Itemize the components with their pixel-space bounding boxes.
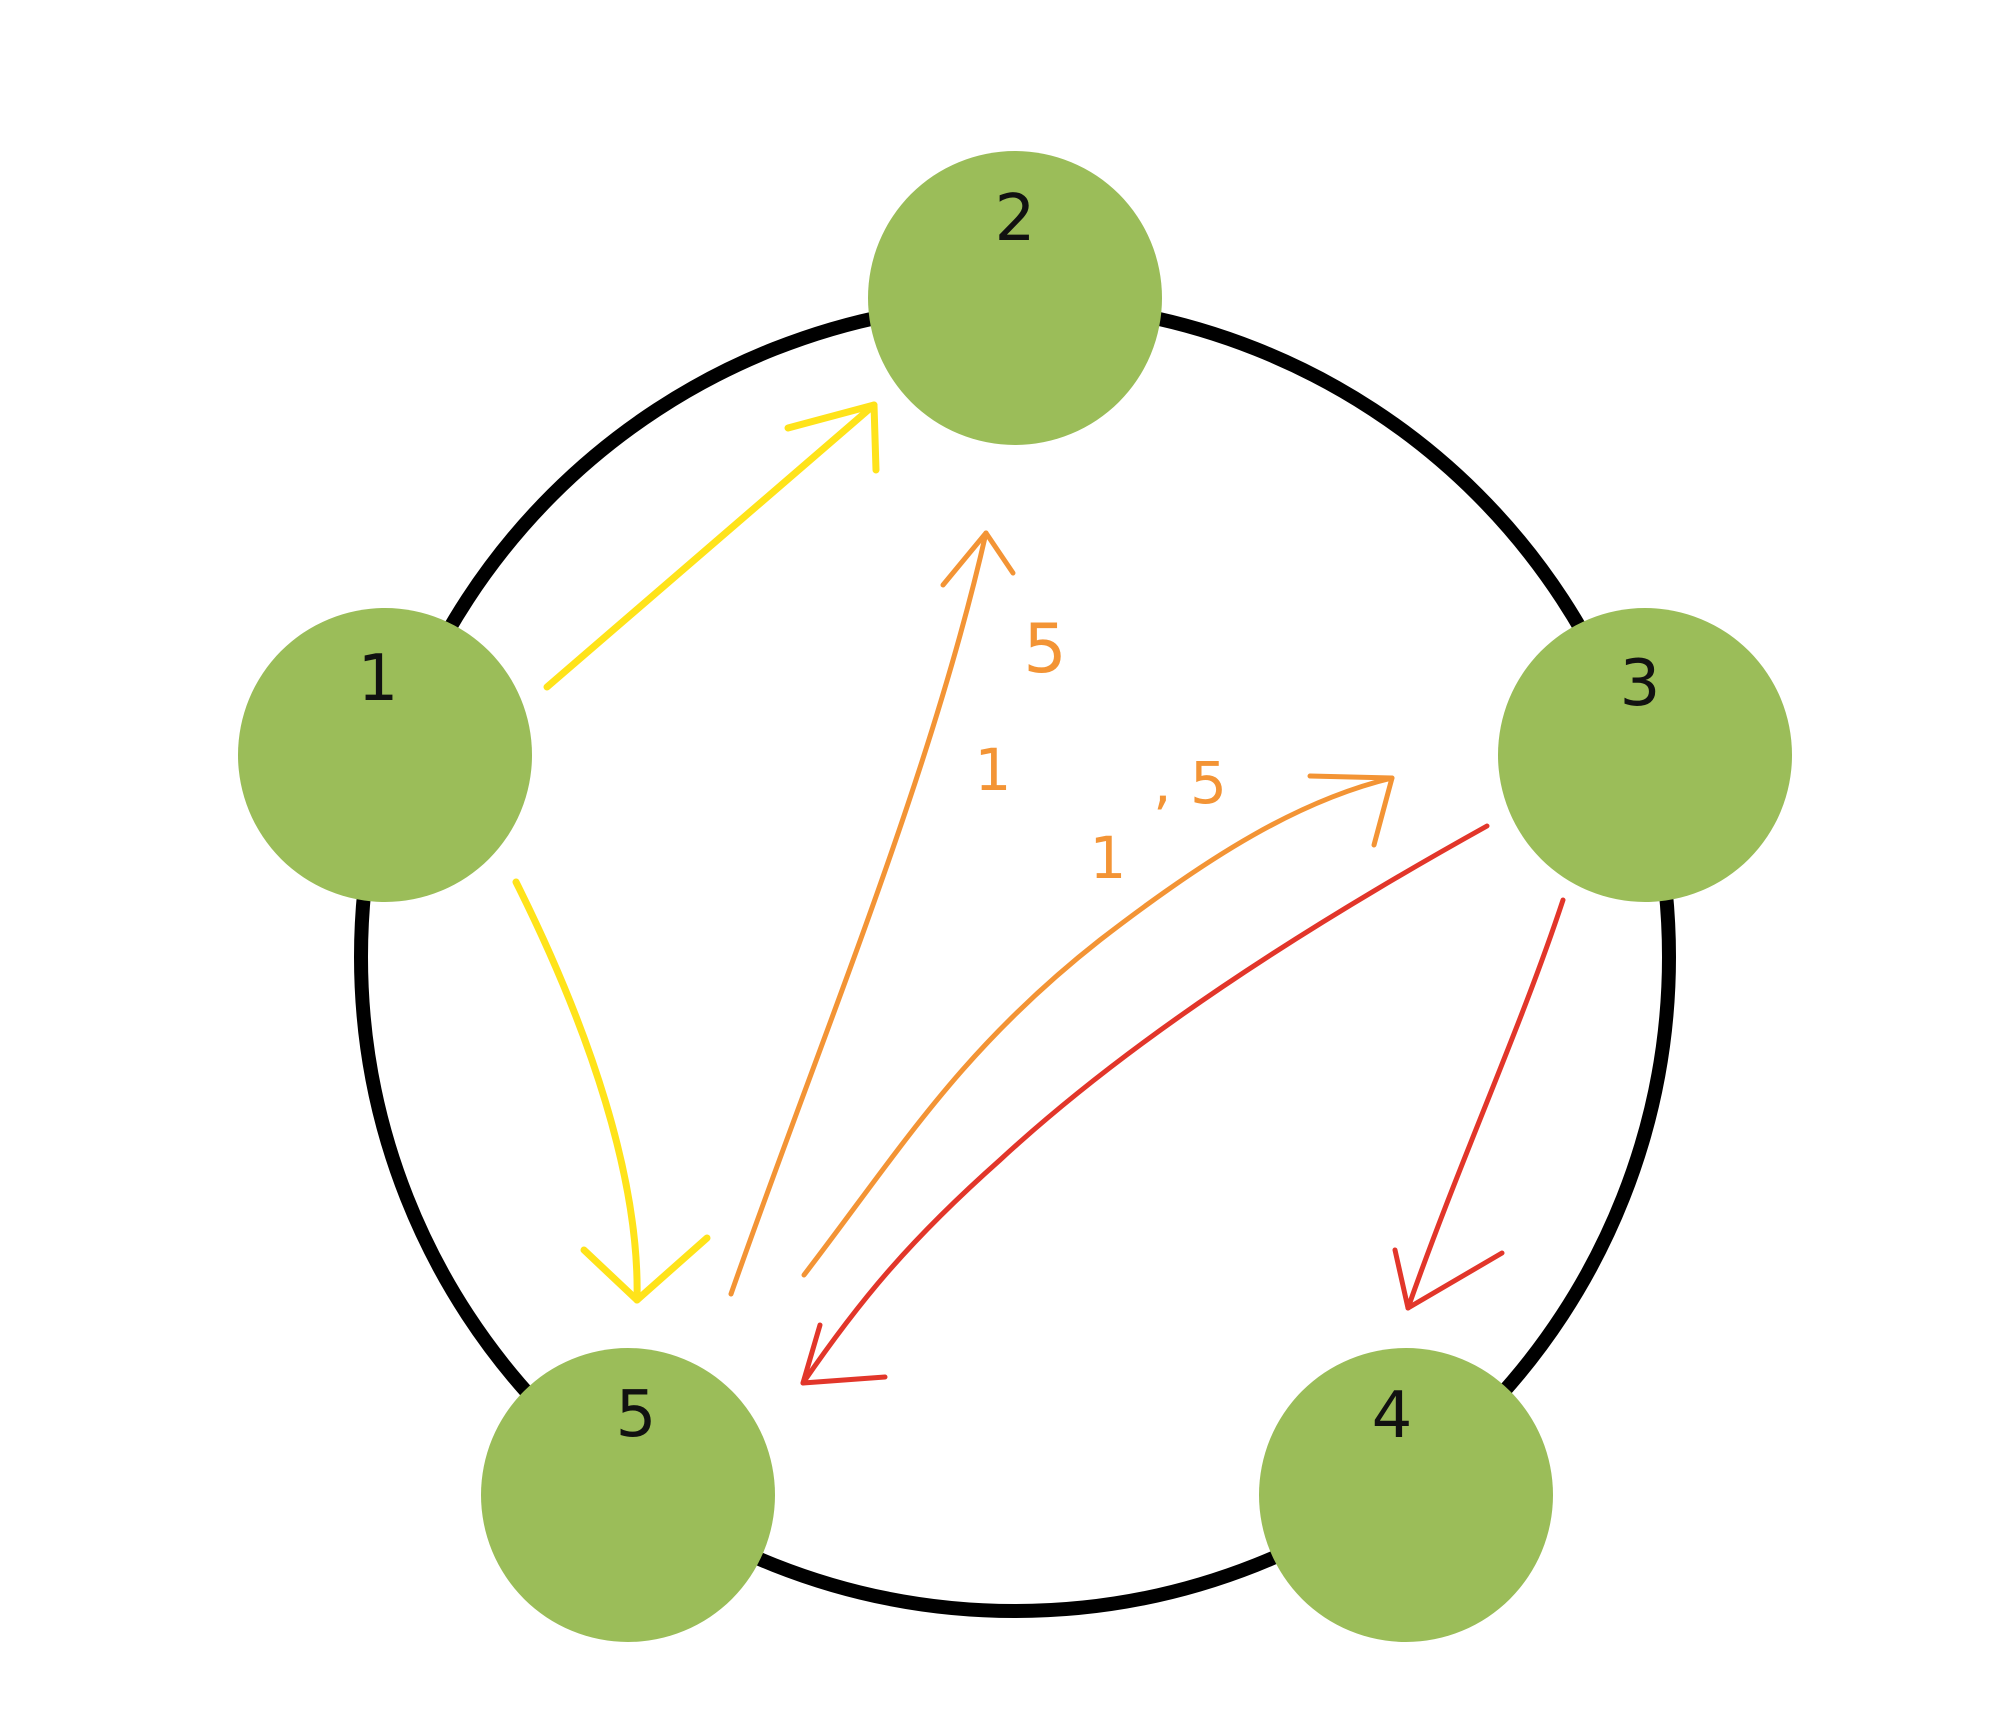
node-3-label: 3 xyxy=(1620,647,1661,721)
edge-label-5-to-2-upper: 5 xyxy=(1023,610,1066,689)
nodes: 1 2 3 4 5 xyxy=(238,151,1792,1642)
node-5-circle xyxy=(481,1348,775,1642)
node-4: 4 xyxy=(1259,1348,1553,1642)
node-5: 5 xyxy=(481,1348,775,1642)
arrow-1-to-5 xyxy=(512,878,711,1304)
edge-labels: 5 1 1 , 5 xyxy=(975,610,1227,892)
node-5-label: 5 xyxy=(616,1378,657,1452)
node-1-circle xyxy=(238,608,532,902)
arrow-3-to-5 xyxy=(800,823,1490,1386)
node-2-circle xyxy=(868,151,1162,445)
arrow-5-to-2 xyxy=(728,530,1016,1297)
arrow-1-to-2 xyxy=(543,401,880,691)
node-1-label: 1 xyxy=(358,642,399,716)
node-2-label: 2 xyxy=(995,182,1036,256)
node-4-label: 4 xyxy=(1372,1379,1413,1453)
edge-label-5-to-3-prefix: 1 xyxy=(1090,824,1127,892)
arrows xyxy=(512,401,1566,1386)
edge-label-5-to-3: , 5 xyxy=(1153,749,1227,817)
node-4-circle xyxy=(1259,1348,1553,1642)
edge-label-5-to-2-lower: 1 xyxy=(975,736,1012,804)
node-1: 1 xyxy=(238,608,532,902)
node-2: 2 xyxy=(868,151,1162,445)
node-3: 3 xyxy=(1498,608,1792,902)
arrow-3-to-4 xyxy=(1392,897,1566,1311)
node-3-circle xyxy=(1498,608,1792,902)
arrow-5-to-3 xyxy=(801,773,1395,1278)
